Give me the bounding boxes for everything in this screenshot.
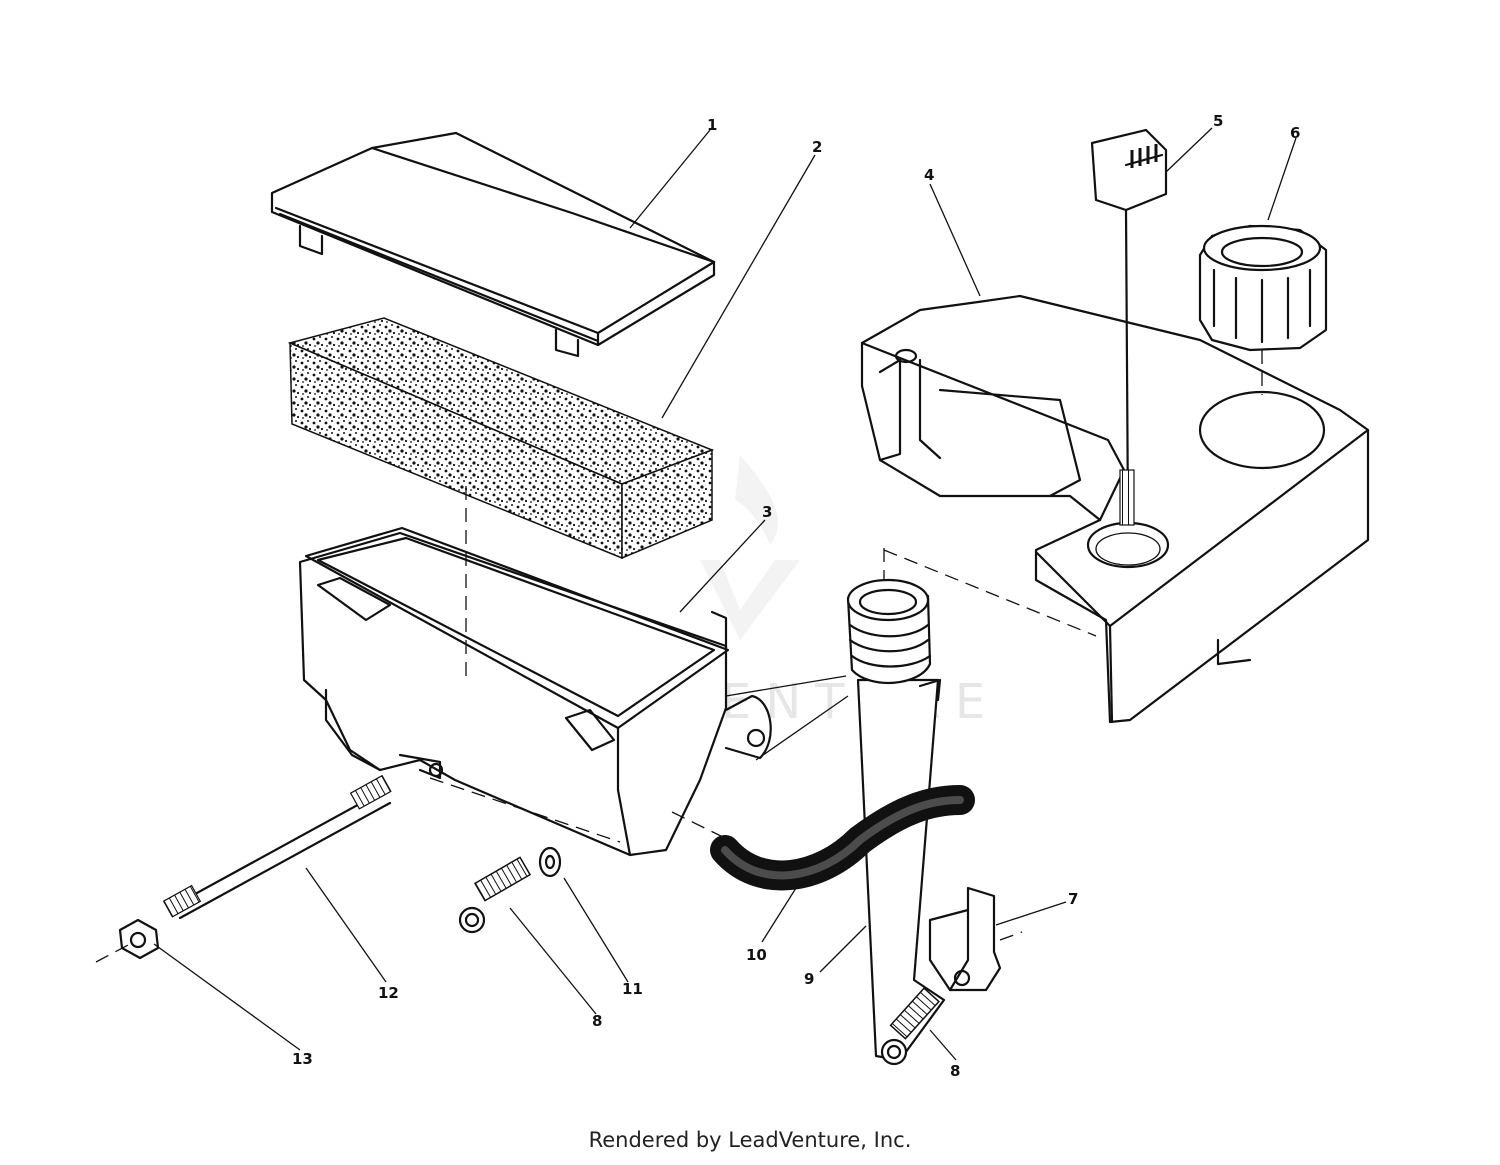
leader-lines <box>153 127 1297 1061</box>
callout-3: 3 <box>762 503 772 521</box>
leadventure-logo <box>700 455 800 640</box>
callout-1: 1 <box>707 116 717 134</box>
footer-credit: Rendered by LeadVenture, Inc. <box>588 1128 912 1152</box>
callout-7: 7 <box>1068 890 1078 908</box>
part-bracket <box>928 886 1002 992</box>
callout-5: 5 <box>1213 112 1223 130</box>
part-air-cleaner-cover <box>270 131 716 358</box>
part-stud <box>162 774 392 920</box>
part-foam-filter <box>287 317 715 560</box>
assembly-lines <box>95 350 1263 963</box>
callout-11: 11 <box>622 980 643 998</box>
callout-12: 12 <box>378 984 399 1002</box>
callout-8-right: 8 <box>950 1062 960 1080</box>
part-bolt-8a <box>458 856 532 934</box>
callout-9: 9 <box>804 970 814 988</box>
part-nut <box>118 918 160 960</box>
callout-10: 10 <box>746 946 767 964</box>
callout-13: 13 <box>292 1050 313 1068</box>
callout-labels: 1 2 3 4 5 6 7 8 8 9 10 11 12 13 <box>292 112 1300 1080</box>
part-air-cleaner-base <box>298 526 772 857</box>
callout-2: 2 <box>812 138 822 156</box>
callout-4: 4 <box>924 166 934 184</box>
part-dipstick <box>1090 128 1168 526</box>
part-bolt-8b <box>880 987 940 1066</box>
part-hose <box>710 785 975 891</box>
part-fuel-tube <box>846 578 946 1062</box>
callout-6: 6 <box>1290 124 1300 142</box>
part-fuel-cap <box>1198 224 1328 352</box>
part-washer <box>538 846 562 878</box>
part-fuel-tank <box>860 294 1370 724</box>
callout-8-left: 8 <box>592 1012 602 1030</box>
